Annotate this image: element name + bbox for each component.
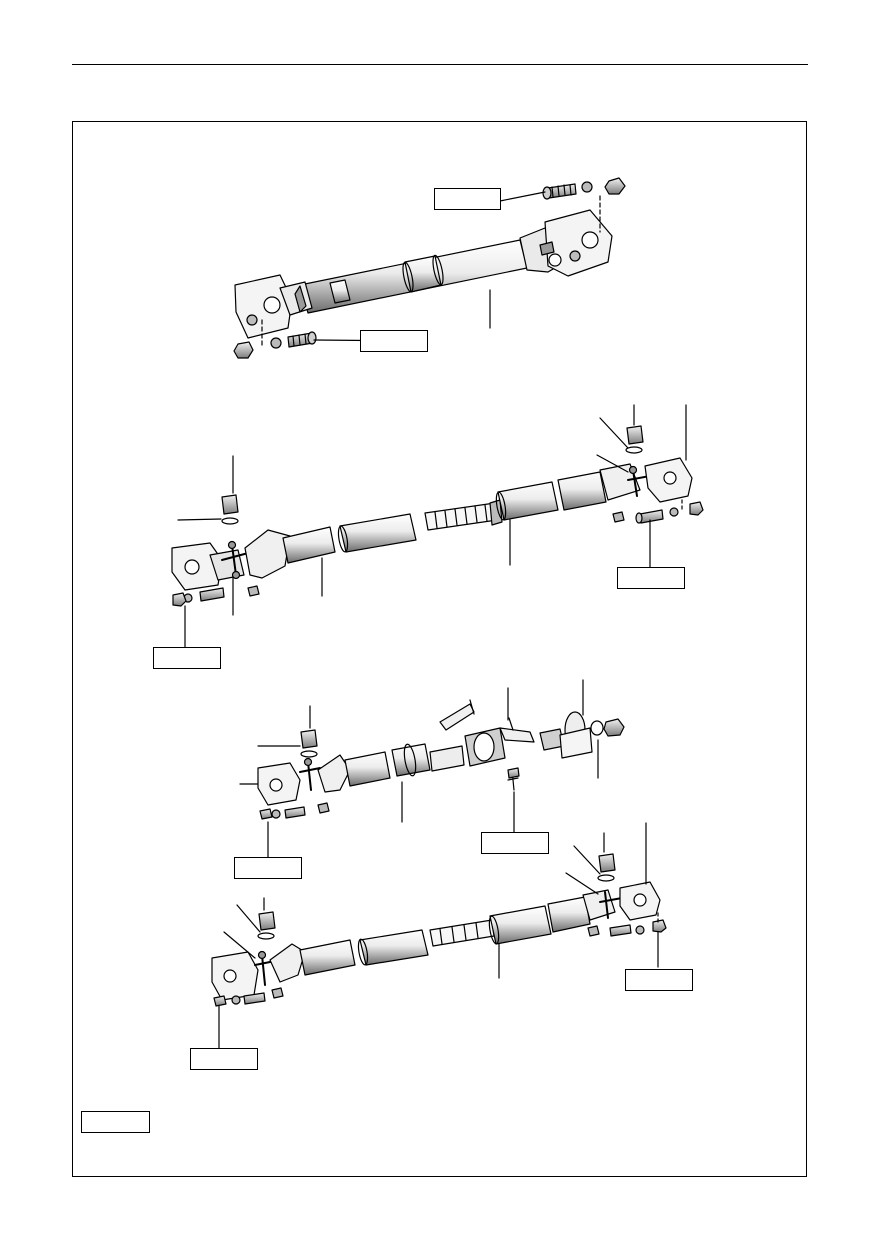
label-box-a1-bottom <box>360 330 428 352</box>
label-box-a2-left <box>153 647 221 669</box>
label-box-a3-bearing <box>481 832 549 854</box>
header-rule <box>72 64 808 65</box>
figure-frame <box>72 121 807 1177</box>
legend-label-box <box>81 1111 150 1133</box>
label-box-a4-right <box>625 969 693 991</box>
shaft-assembly-4 <box>211 822 667 1049</box>
label-box-a4-left <box>190 1048 258 1070</box>
label-box-a1-top <box>434 188 501 210</box>
label-box-a2-right <box>617 567 685 589</box>
shaft-assembly-2 <box>171 404 704 648</box>
label-box-a3-left <box>234 857 302 879</box>
shaft-assembly-1 <box>233 177 626 359</box>
shaft-assembly-3 <box>239 679 625 859</box>
